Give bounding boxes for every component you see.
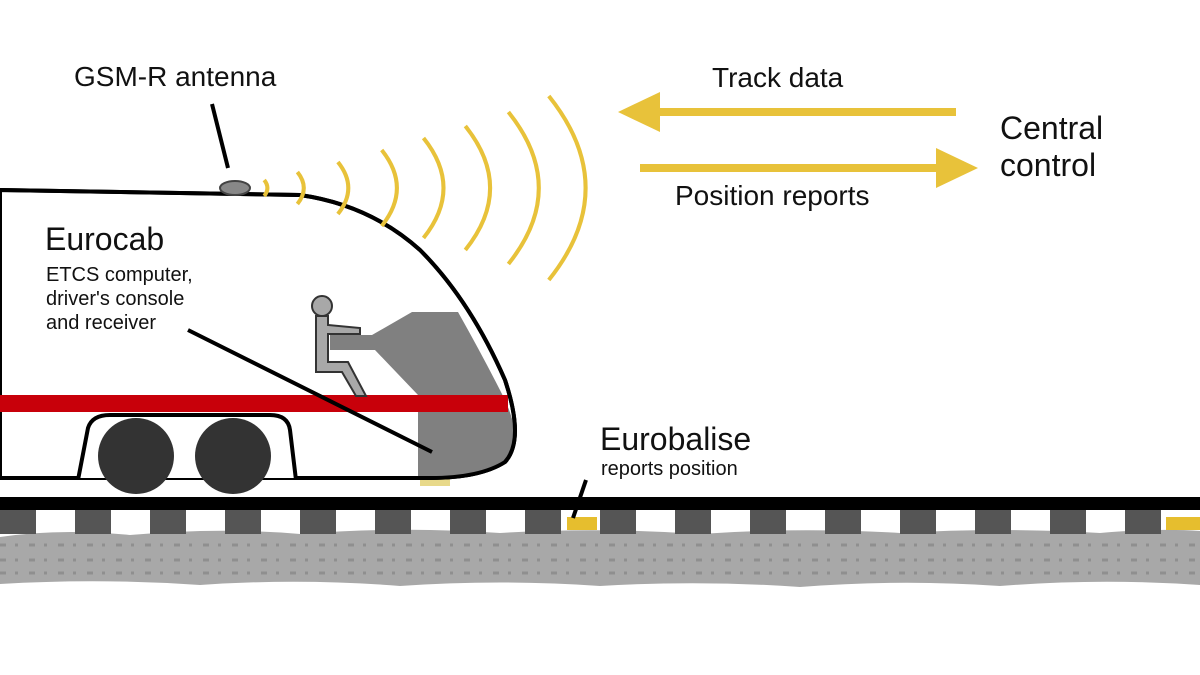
eurocab-desc-3: and receiver [46,312,157,334]
sleeper [975,510,1011,534]
sleeper [600,510,636,534]
wheel [98,418,174,494]
radio-wave-arc [295,170,306,206]
eurocab-title: Eurocab [45,221,165,257]
eurobalise-desc: reports position [601,458,738,480]
track-data-arrow [618,92,956,132]
radio-wave-arc [421,136,446,240]
radio-waves [262,94,588,282]
eurocab-leader [187,328,433,454]
sleeper [75,510,111,534]
eurocab-desc-2: driver's console [46,288,185,310]
sleeper [375,510,411,534]
radio-wave-arc [463,124,492,252]
radio-wave-arc [380,148,399,228]
sleeper [525,510,561,534]
sleeper [675,510,711,534]
eurobalise-title: Eurobalise [600,421,752,457]
gsm-r-antenna [219,180,251,196]
wheel [195,418,271,494]
radio-wave-arc [262,178,270,198]
cab-receiver [420,478,450,486]
sleepers [0,510,1161,534]
train [0,180,517,497]
position-reports-arrow [640,148,978,188]
eurocab-desc-1: ETCS computer, [46,264,193,286]
antenna-label: GSM-R antenna [74,61,277,92]
central-control-label-2: control [1000,147,1097,183]
red-stripe [0,395,508,412]
radio-wave-arc [547,94,588,282]
radio-wave-arc [336,160,351,216]
sleeper [750,510,786,534]
eurobalise-leader [571,479,588,519]
sleeper [900,510,936,534]
position-reports-label: Position reports [675,180,870,211]
ballast [0,529,1200,587]
driver-figure [311,295,368,397]
sleeper [225,510,261,534]
sleeper [1050,510,1086,534]
sleeper [150,510,186,534]
central-control-label-1: Central [1000,110,1104,146]
eurobalise-2 [1166,517,1200,530]
sleeper [1125,510,1161,534]
antenna-leader [210,103,230,169]
sleeper [300,510,336,534]
sleeper [0,510,36,534]
sleeper [825,510,861,534]
rail [0,497,1200,510]
sleeper [450,510,486,534]
eurobalise [567,517,597,530]
radio-wave-arc [506,110,541,266]
track-data-label: Track data [712,62,844,93]
